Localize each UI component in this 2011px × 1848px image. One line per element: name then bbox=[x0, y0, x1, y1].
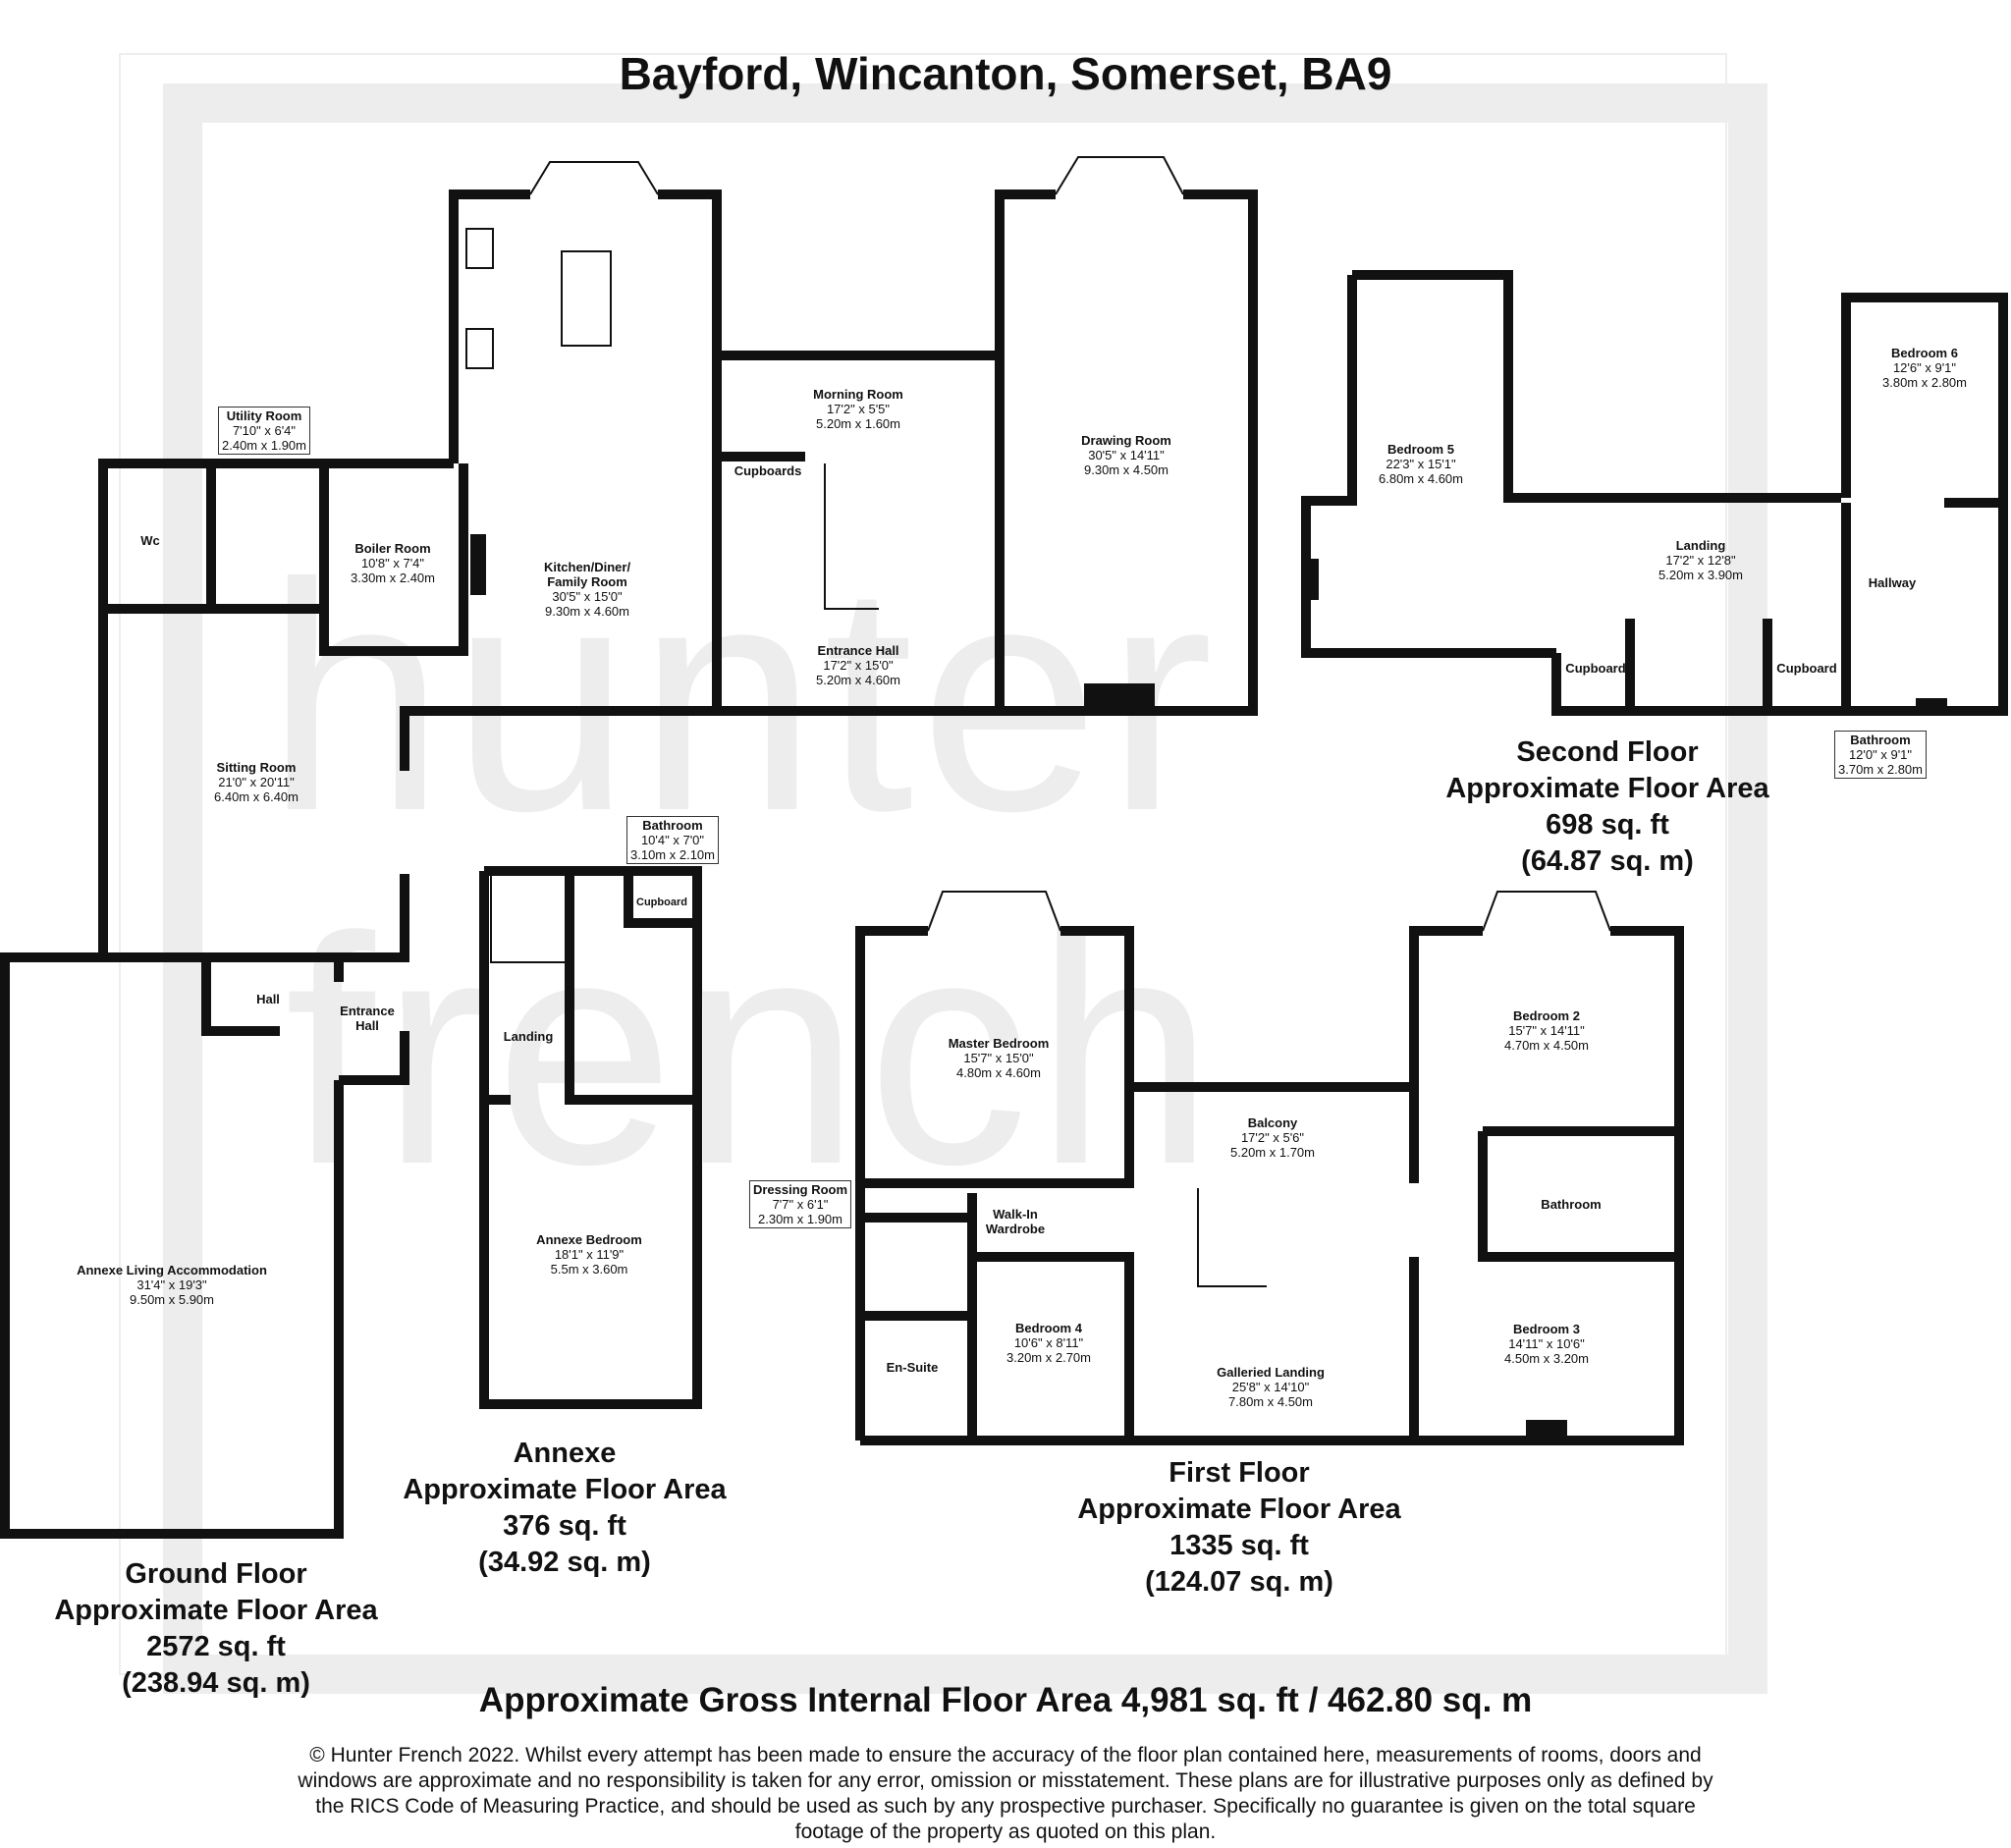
room-morning: Morning Room 17'2" x 5'5" 5.20m x 1.60m bbox=[813, 387, 903, 431]
room-bedroom2: Bedroom 2 15'7" x 14'11" 4.70m x 4.50m bbox=[1504, 1008, 1589, 1053]
area-ground-label: Approximate Floor Area bbox=[54, 1595, 378, 1626]
room-cupboard-b: Cupboard bbox=[1776, 661, 1837, 676]
room-utility: Utility Room 7'10" x 6'4" 2.40m x 1.90m bbox=[218, 407, 310, 455]
stairs-annexe bbox=[490, 874, 565, 963]
area-second: Second Floor Approximate Floor Area 698 … bbox=[1411, 734, 1804, 880]
room-annexe-landing: Landing bbox=[503, 1029, 554, 1044]
area-first-label: Approximate Floor Area bbox=[1077, 1494, 1401, 1525]
wall-kitchen bbox=[449, 190, 530, 463]
disclaimer: © Hunter French 2022. Whilst every attem… bbox=[298, 1744, 1713, 1843]
room-master: Master Bedroom 15'7" x 15'0" 4.80m x 4.6… bbox=[948, 1036, 1050, 1080]
room-entrance-hall-small: Entrance Hall bbox=[340, 1004, 395, 1033]
area-second-sqm: (64.87 sq. m) bbox=[1521, 845, 1694, 877]
room-balcony: Balcony 17'2" x 5'6" 5.20m x 1.70m bbox=[1230, 1115, 1315, 1160]
room-cupboards: Cupboards bbox=[734, 463, 802, 478]
room-annexe-bathroom: Bathroom 10'4" x 7'0" 3.10m x 2.10m bbox=[626, 816, 719, 864]
room-bedroom3: Bedroom 3 14'11" x 10'6" 4.50m x 3.20m bbox=[1504, 1322, 1589, 1366]
stairs-entrance bbox=[824, 463, 879, 610]
room-kitchen: Kitchen/Diner/ Family Room 30'5" x 15'0"… bbox=[543, 560, 631, 619]
wall-bedroom4 bbox=[972, 1252, 1134, 1440]
windows bbox=[465, 156, 1947, 1441]
wall-boiler bbox=[319, 463, 468, 656]
wall-master bbox=[855, 926, 928, 1440]
wall-annexe-living bbox=[0, 952, 344, 1539]
room-entrance-hall: Entrance Hall 17'2" x 15'0" 5.20m x 4.60… bbox=[816, 643, 900, 687]
wall-morning bbox=[717, 190, 1056, 360]
area-first-name: First Floor bbox=[1169, 1457, 1310, 1489]
area-second-name: Second Floor bbox=[1516, 736, 1699, 768]
room-hallway: Hallway bbox=[1868, 575, 1917, 590]
area-first-sqft: 1335 sq. ft bbox=[1169, 1530, 1309, 1561]
area-annexe: Annexe Approximate Floor Area 376 sq. ft… bbox=[368, 1436, 761, 1581]
room-annexe-bedroom: Annexe Bedroom 18'1" x 11'9" 5.5m x 3.60… bbox=[536, 1232, 642, 1277]
room-bedroom5: Bedroom 5 22'3" x 15'1" 6.80m x 4.60m bbox=[1379, 442, 1463, 486]
area-annexe-label: Approximate Floor Area bbox=[403, 1474, 727, 1505]
wall-landing bbox=[860, 1087, 1134, 1188]
watermark-hunter: hunter bbox=[265, 516, 1220, 878]
room-dressing: Dressing Room 7'7" x 6'1" 2.30m x 1.90m bbox=[748, 1180, 852, 1228]
area-ground-name: Ground Floor bbox=[125, 1558, 307, 1590]
walls bbox=[0, 190, 2008, 1539]
wall-front bbox=[400, 706, 1000, 771]
room-wc: Wc bbox=[140, 533, 160, 548]
wall-hall bbox=[201, 957, 280, 1036]
room-walkin: Walk-In Wardrobe bbox=[985, 1207, 1046, 1236]
room-landing2: Landing 17'2" x 12'8" 5.20m x 3.90m bbox=[1658, 538, 1743, 582]
area-second-label: Approximate Floor Area bbox=[1445, 773, 1769, 804]
room-cupboard-a: Cupboard bbox=[1565, 661, 1626, 676]
room-first-bathroom: Bathroom bbox=[1541, 1197, 1602, 1212]
area-ground-sqm: (238.94 sq. m) bbox=[122, 1667, 310, 1699]
page-title: Bayford, Wincanton, Somerset, BA9 bbox=[619, 48, 1392, 99]
area-annexe-sqm: (34.92 sq. m) bbox=[478, 1547, 651, 1578]
wall-utility bbox=[98, 459, 454, 609]
room-galleried-landing: Galleried Landing 25'8" x 14'10" 7.80m x… bbox=[1217, 1365, 1325, 1409]
area-ground-sqft: 2572 sq. ft bbox=[146, 1631, 286, 1662]
stairs-first bbox=[1197, 1188, 1267, 1287]
room-annexe-living: Annexe Living Accommodation 31'4" x 19'3… bbox=[77, 1263, 267, 1307]
room-sitting: Sitting Room 21'0" x 20'11" 6.40m x 6.40… bbox=[214, 760, 299, 804]
area-ground: Ground Floor Approximate Floor Area 2572… bbox=[20, 1556, 412, 1702]
wall-bedroom5 bbox=[1352, 270, 1561, 503]
room-drawing: Drawing Room 30'5" x 14'11" 9.30m x 4.50… bbox=[1081, 433, 1171, 477]
room-ensuite: En-Suite bbox=[886, 1360, 939, 1375]
room-boiler: Boiler Room 10'8" x 7'4" 3.30m x 2.40m bbox=[351, 541, 435, 585]
wall-annexe bbox=[479, 866, 702, 1409]
room-bedroom6: Bedroom 6 12'6" x 9'1" 3.80m x 2.80m bbox=[1882, 346, 1967, 390]
area-annexe-name: Annexe bbox=[513, 1438, 617, 1469]
area-first: First Floor Approximate Floor Area 1335 … bbox=[1043, 1455, 1436, 1601]
area-first-sqm: (124.07 sq. m) bbox=[1145, 1566, 1333, 1598]
room-bedroom4: Bedroom 4 10'6" x 8'11" 3.20m x 2.70m bbox=[1006, 1321, 1091, 1365]
room-hall: Hall bbox=[256, 992, 280, 1006]
area-second-sqft: 698 sq. ft bbox=[1546, 809, 1669, 841]
gross-area: Approximate Gross Internal Floor Area 4,… bbox=[478, 1681, 1533, 1719]
area-annexe-sqft: 376 sq. ft bbox=[503, 1510, 626, 1542]
room-annexe-cupboard: Cupboard bbox=[636, 897, 687, 908]
room-second-bathroom: Bathroom 12'0" x 9'1" 3.70m x 2.80m bbox=[1834, 731, 1927, 779]
